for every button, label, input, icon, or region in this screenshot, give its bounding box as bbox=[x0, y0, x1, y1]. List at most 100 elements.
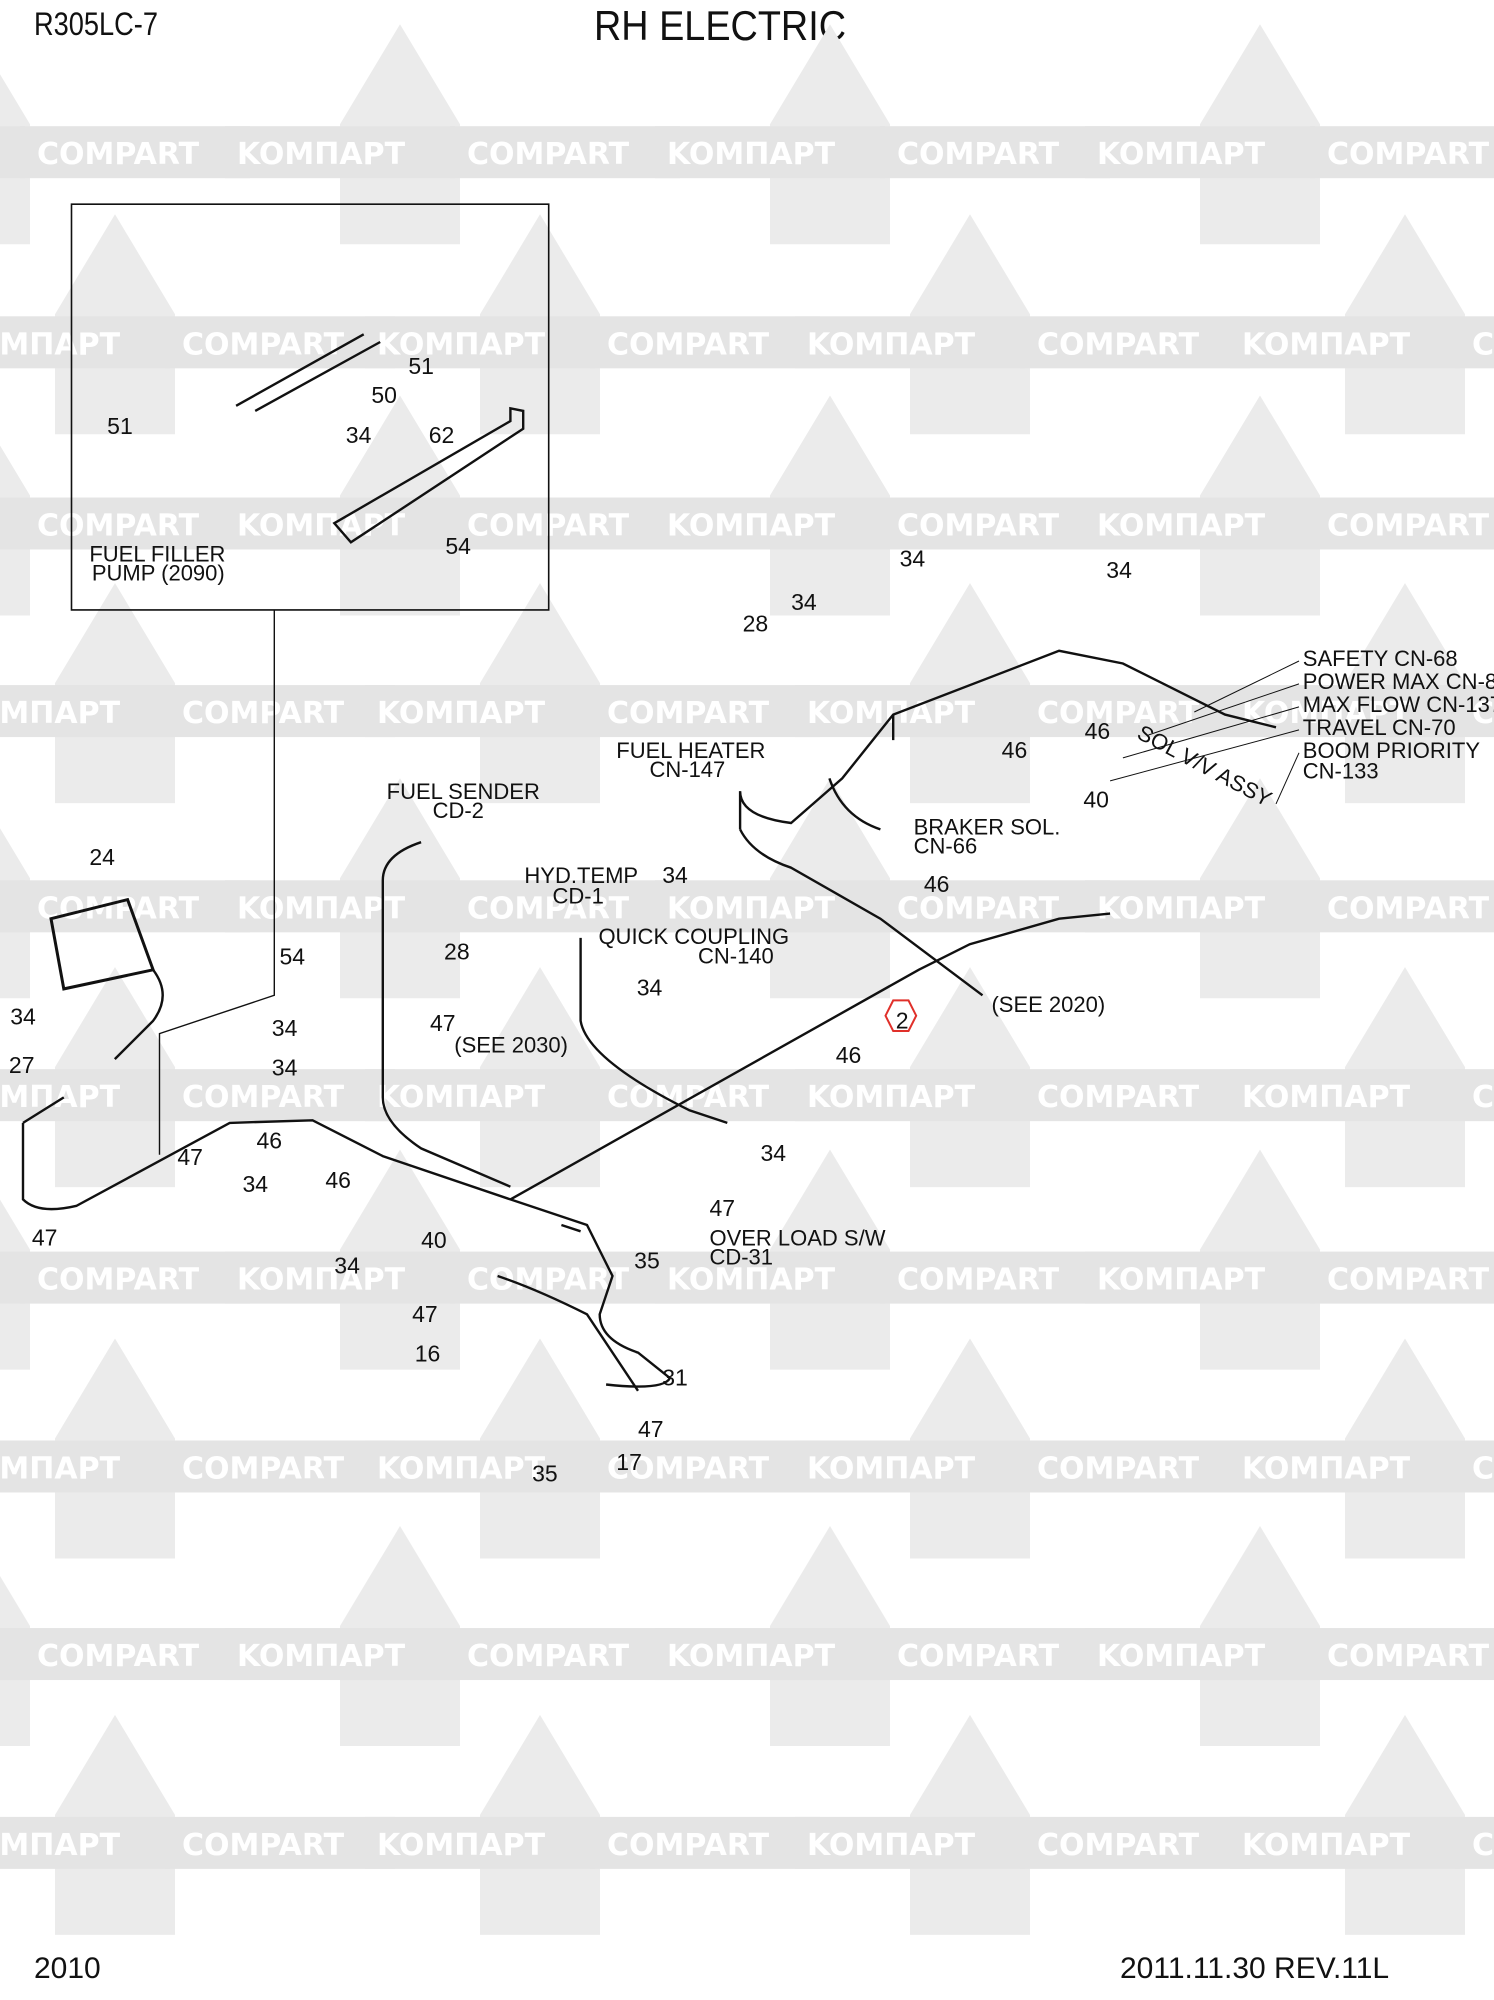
label-travel: TRAVEL CN-70 bbox=[1303, 715, 1456, 740]
svg-text:KOMПAPT: KOMПAPT bbox=[667, 509, 836, 544]
part-callout[interactable]: 34 bbox=[1106, 557, 1132, 583]
svg-text:KOMПAPT: KOMПAPT bbox=[807, 696, 976, 731]
svg-text:COMPART: COMPART bbox=[467, 1263, 630, 1298]
svg-text:COMPART: COMPART bbox=[1472, 1080, 1494, 1115]
part-callout[interactable]: 46 bbox=[1002, 737, 1028, 763]
part-callout[interactable]: 28 bbox=[743, 611, 769, 637]
part-callout[interactable]: 27 bbox=[9, 1052, 35, 1078]
svg-text:KOMПAPT: KOMПAPT bbox=[237, 509, 406, 544]
leader-line bbox=[158, 609, 275, 1155]
svg-text:COMPART: COMPART bbox=[607, 327, 770, 362]
part-callout[interactable]: 34 bbox=[272, 1055, 298, 1081]
leader-line bbox=[1275, 752, 1300, 805]
part-callout[interactable]: 46 bbox=[325, 1167, 351, 1193]
part-callout[interactable]: 34 bbox=[242, 1171, 268, 1197]
part-callout[interactable]: 34 bbox=[662, 862, 688, 888]
part-callout[interactable]: 50 bbox=[371, 382, 397, 408]
svg-text:KOMПAPT: KOMПAPT bbox=[807, 1080, 976, 1115]
svg-text:COMPART: COMPART bbox=[607, 1451, 770, 1486]
part-callout[interactable]: 34 bbox=[637, 974, 663, 1000]
svg-text:COMPART: COMPART bbox=[182, 327, 345, 362]
part-callout[interactable]: 51 bbox=[408, 353, 434, 379]
svg-text:COMPART: COMPART bbox=[1327, 509, 1490, 544]
svg-text:KOMПAPT: KOMПAPT bbox=[667, 1639, 836, 1674]
part-callout[interactable]: 46 bbox=[924, 871, 950, 897]
part-callout[interactable]: 47 bbox=[709, 1195, 735, 1221]
revision-date: 2011.11.30 REV.11L bbox=[1120, 1952, 1390, 1985]
part-callout[interactable]: 47 bbox=[430, 1010, 456, 1036]
label-braker-2: CN-66 bbox=[914, 834, 978, 859]
part-callout[interactable]: 46 bbox=[1085, 718, 1111, 744]
part-callout[interactable]: 62 bbox=[429, 422, 455, 448]
wire bbox=[739, 828, 984, 997]
svg-text:COMPART: COMPART bbox=[1327, 1263, 1490, 1298]
label-boom-priority-1: BOOM PRIORITY bbox=[1303, 738, 1481, 763]
svg-text:COMPART: COMPART bbox=[1472, 696, 1494, 731]
svg-text:KOMПAPT: KOMПAPT bbox=[377, 1080, 546, 1115]
leader-line bbox=[1148, 683, 1300, 736]
part-callout[interactable]: 34 bbox=[272, 1015, 298, 1041]
svg-text:COMPART: COMPART bbox=[897, 1263, 1060, 1298]
svg-text:COMPART: COMPART bbox=[37, 137, 200, 172]
wire bbox=[579, 937, 728, 1125]
svg-text:COMPART: COMPART bbox=[897, 509, 1060, 544]
svg-text:COMPART: COMPART bbox=[37, 509, 200, 544]
label-overload-2: CD-31 bbox=[709, 1245, 773, 1270]
svg-text:COMPART: COMPART bbox=[897, 137, 1060, 172]
svg-text:COMPART: COMPART bbox=[37, 891, 200, 926]
svg-text:KOMПAPT: KOMПAPT bbox=[0, 1080, 121, 1115]
svg-text:COMPART: COMPART bbox=[1037, 1451, 1200, 1486]
svg-text:KOMПAPT: KOMПAPT bbox=[667, 137, 836, 172]
svg-text:KOMПAPT: KOMПAPT bbox=[807, 327, 976, 362]
part-callout[interactable]: 31 bbox=[662, 1365, 688, 1391]
part-callout[interactable]: 54 bbox=[279, 944, 305, 970]
svg-text:COMPART: COMPART bbox=[1327, 1639, 1490, 1674]
part-callout[interactable]: 34 bbox=[334, 1252, 360, 1278]
part-callout[interactable]: 47 bbox=[177, 1144, 203, 1170]
part-callout[interactable]: 51 bbox=[107, 413, 133, 439]
part-callout[interactable]: 34 bbox=[346, 422, 372, 448]
svg-text:KOMПAPT: KOMПAPT bbox=[1097, 1639, 1266, 1674]
label-braker-1: BRAKER SOL. bbox=[914, 815, 1061, 840]
part-callout[interactable]: 35 bbox=[634, 1247, 660, 1273]
part-callout[interactable]: 34 bbox=[760, 1140, 786, 1166]
svg-text:KOMПAPT: KOMПAPT bbox=[237, 1263, 406, 1298]
part-callout[interactable]: 47 bbox=[638, 1416, 664, 1442]
highlighted-part-callout[interactable]: 2 bbox=[896, 1007, 909, 1033]
label-fuel-heater-2: CN-147 bbox=[649, 757, 725, 782]
svg-text:COMPART: COMPART bbox=[37, 1263, 200, 1298]
part-callout[interactable]: 17 bbox=[616, 1449, 642, 1475]
part-callout[interactable]: 40 bbox=[1083, 787, 1109, 813]
part-callout[interactable]: 54 bbox=[445, 533, 471, 559]
part-callout[interactable]: 24 bbox=[89, 844, 115, 870]
part-callout[interactable]: 46 bbox=[256, 1127, 282, 1153]
svg-text:COMPART: COMPART bbox=[467, 1639, 630, 1674]
part-callout[interactable]: 40 bbox=[421, 1227, 447, 1253]
label-fuel-heater-1: FUEL HEATER bbox=[616, 738, 765, 763]
part-callout[interactable]: 34 bbox=[791, 589, 817, 615]
part-callout[interactable]: 47 bbox=[32, 1224, 58, 1250]
part-callout[interactable]: 28 bbox=[444, 939, 470, 965]
label-see-2030: (SEE 2030) bbox=[454, 1033, 568, 1058]
svg-text:KOMПAPT: KOMПAPT bbox=[0, 696, 121, 731]
part-callout[interactable]: 47 bbox=[412, 1301, 438, 1327]
label-power-max: POWER MAX CN-88 bbox=[1303, 669, 1494, 694]
part-callout[interactable]: 35 bbox=[532, 1460, 558, 1486]
part-callout[interactable]: 46 bbox=[836, 1042, 862, 1068]
part-callout[interactable]: 34 bbox=[900, 546, 926, 572]
wire bbox=[509, 912, 1111, 1201]
wire bbox=[381, 841, 511, 1188]
part-callout[interactable]: 16 bbox=[415, 1340, 441, 1366]
part-callout[interactable]: 34 bbox=[10, 1004, 36, 1030]
